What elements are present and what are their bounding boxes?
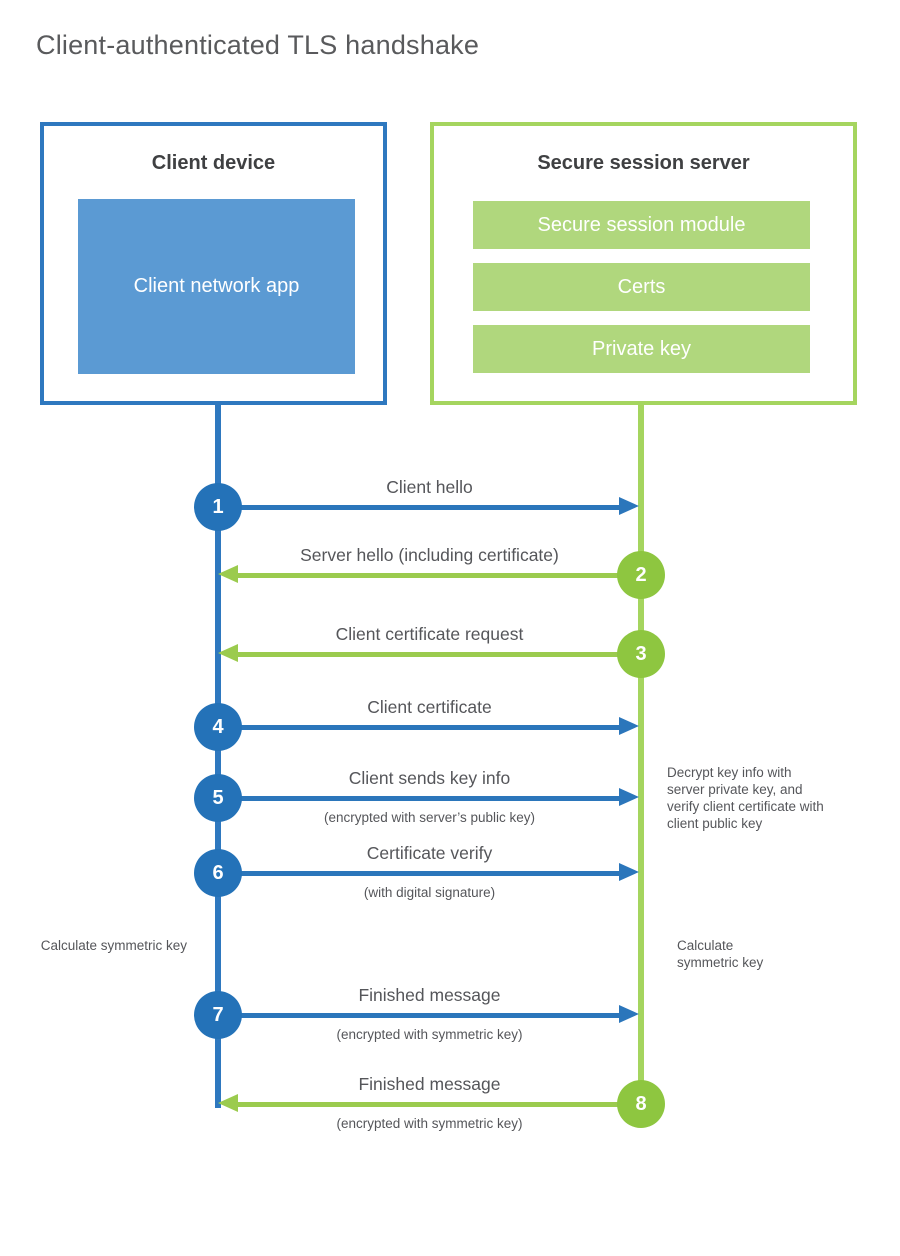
arrow-head-icon (619, 863, 639, 881)
decrypt-key-note: Decrypt key info with server private key… (667, 765, 824, 831)
arrow-line (238, 573, 641, 578)
calculate-symmetric-key-note-client: Calculate symmetric key (40, 938, 187, 953)
message-8-sublabel: (encrypted with symmetric key) (336, 1116, 523, 1131)
message-1-label: Client hello (386, 477, 473, 497)
message-6-label: Certificate verify (366, 843, 493, 863)
step-number-5: 5 (194, 774, 242, 822)
step-number-3: 3 (617, 630, 665, 678)
arrow-head-icon (619, 717, 639, 735)
arrow-line (238, 652, 641, 657)
step-number-8: 8 (617, 1080, 665, 1128)
arrow-line (218, 1013, 619, 1018)
arrow-head-icon (619, 497, 639, 515)
arrow-head-icon (619, 788, 639, 806)
step-number-1: 1 (194, 483, 242, 531)
arrow-line (218, 505, 619, 510)
server-lifeline (638, 405, 644, 1105)
arrow-head-icon (218, 1094, 238, 1112)
client-device-title: Client device (151, 152, 276, 174)
server-module-certs: Certs (473, 263, 810, 311)
message-4-label: Client certificate (367, 697, 492, 717)
message-2-label: Server hello (including certificate) (300, 545, 559, 565)
message-6-sublabel: (with digital signature) (363, 885, 496, 900)
arrow-head-icon (218, 644, 238, 662)
message-5-sublabel: (encrypted with server’s public key) (323, 810, 536, 825)
message-5-label: Client sends key info (348, 768, 511, 788)
server-module-private-key: Private key (473, 325, 810, 373)
step-number-6: 6 (194, 849, 242, 897)
arrow-line (218, 871, 619, 876)
step-number-2: 2 (617, 551, 665, 599)
client-network-app-box: Client network app (78, 199, 355, 374)
arrow-line (218, 796, 619, 801)
message-7-sublabel: (encrypted with symmetric key) (336, 1027, 523, 1042)
calculate-symmetric-key-note-server: Calculate symmetric key (677, 938, 764, 970)
server-module-secure-session: Secure session module (473, 201, 810, 249)
client-lifeline (215, 405, 221, 1108)
arrow-line (238, 1102, 641, 1107)
arrow-head-icon (218, 565, 238, 583)
message-7-label: Finished message (358, 985, 501, 1005)
step-number-4: 4 (194, 703, 242, 751)
message-8-label: Finished message (358, 1074, 501, 1094)
server-title: Secure session server (537, 152, 750, 174)
message-3-label: Client certificate request (335, 624, 524, 644)
arrow-line (218, 725, 619, 730)
step-number-7: 7 (194, 991, 242, 1039)
page-title: Client-authenticated TLS handshake (36, 30, 480, 60)
arrow-head-icon (619, 1005, 639, 1023)
